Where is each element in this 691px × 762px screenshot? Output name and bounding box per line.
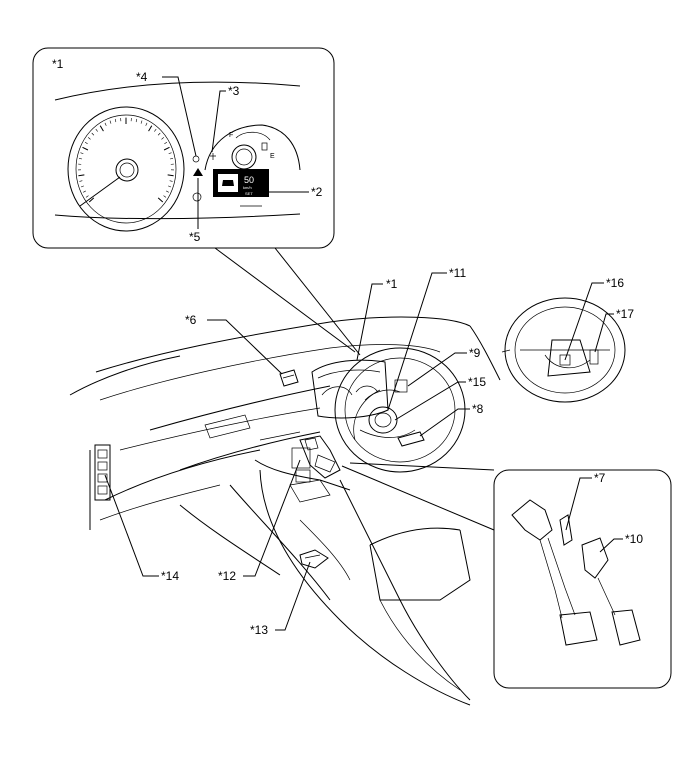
callout-11: *11 xyxy=(449,266,466,280)
steering-column-parts xyxy=(292,436,340,482)
callout-9: *9 xyxy=(469,346,481,360)
callout-12: *12 xyxy=(218,569,236,583)
dashboard-illustration xyxy=(70,317,500,705)
callout-10: *10 xyxy=(625,532,643,546)
floor-part-13 xyxy=(300,550,328,568)
car-icon xyxy=(222,180,234,186)
callout-4: *4 xyxy=(136,70,148,84)
callout-16: *16 xyxy=(606,276,624,290)
callout-7: *7 xyxy=(594,471,606,485)
fuel-empty-label: E xyxy=(270,153,275,160)
callout-17: *17 xyxy=(616,307,634,321)
display-speed: 50 xyxy=(244,175,254,185)
pedal-detail-panel xyxy=(342,463,671,688)
ecu-part-14 xyxy=(95,445,110,500)
callout-3: *3 xyxy=(228,84,240,98)
callout-14: *14 xyxy=(161,569,179,583)
callout-5: *5 xyxy=(189,230,201,244)
callout-1-dash: *1 xyxy=(386,277,398,291)
display-set: SET xyxy=(245,191,253,196)
callout-1-panel: *1 xyxy=(52,57,64,71)
sensor-part-6 xyxy=(280,370,298,386)
meter-detail-panel: F E 50 km/h SET xyxy=(33,48,360,355)
callout-15: *15 xyxy=(468,375,486,389)
callout-6: *6 xyxy=(185,313,197,327)
steering-wheel-main xyxy=(335,348,465,472)
combination-meter-on-dash xyxy=(312,360,388,418)
callout-2: *2 xyxy=(311,185,323,199)
fuel-full-label: F xyxy=(229,132,233,139)
callout-8: *8 xyxy=(472,402,484,416)
display-unit: km/h xyxy=(243,185,252,190)
callout-13: *13 xyxy=(250,623,268,637)
